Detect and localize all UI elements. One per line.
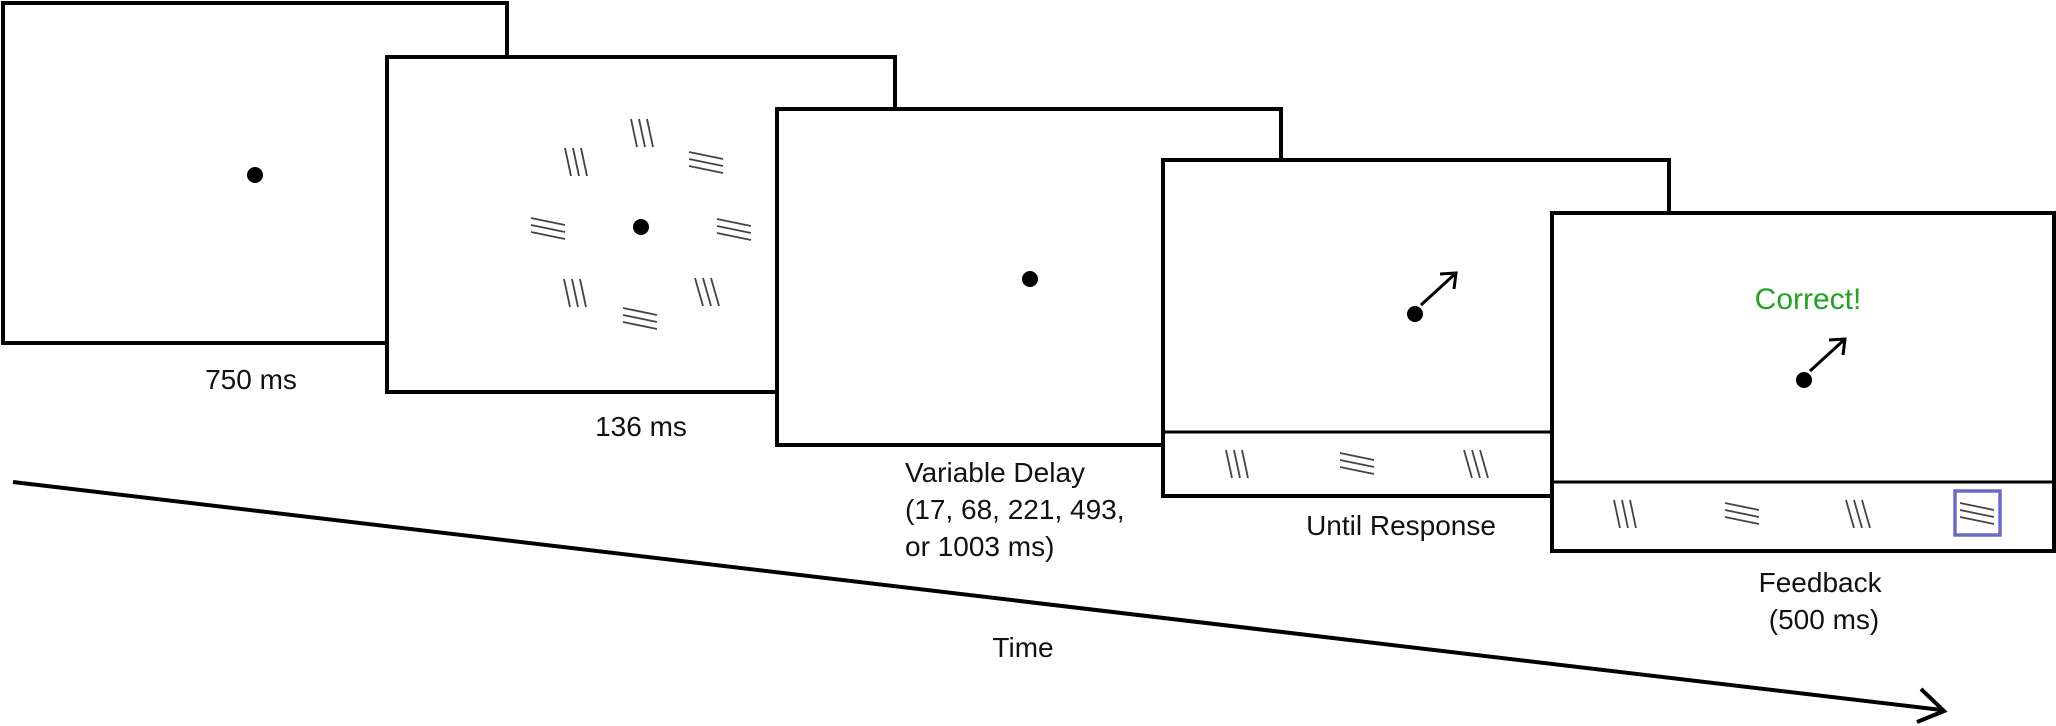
frame-caption-stimulus: 136 ms (595, 411, 687, 442)
time-axis-arrow (12, 480, 1948, 724)
fixation-dot (1796, 372, 1812, 388)
frame-feedback: Correct! (1550, 211, 2056, 553)
frame-caption-feedback: Feedback (500 ms) (1759, 567, 1890, 635)
fixation-dot (633, 219, 649, 235)
feedback-message: Correct! (1755, 283, 1862, 316)
pointer-arrow-icon (1808, 337, 1847, 373)
frame-caption-response: Until Response (1306, 510, 1496, 541)
frame-caption-delay: Variable Delay (17, 68, 221, 493, or 100… (905, 457, 1132, 562)
fixation-dot (247, 167, 263, 183)
time-axis-label: Time (992, 632, 1053, 663)
fixation-dot (1022, 271, 1038, 287)
fixation-dot (1407, 306, 1423, 322)
pointer-arrow-icon (1419, 271, 1458, 307)
frame-caption-fixation: 750 ms (205, 364, 297, 395)
selection-highlight-box (1953, 489, 2002, 537)
